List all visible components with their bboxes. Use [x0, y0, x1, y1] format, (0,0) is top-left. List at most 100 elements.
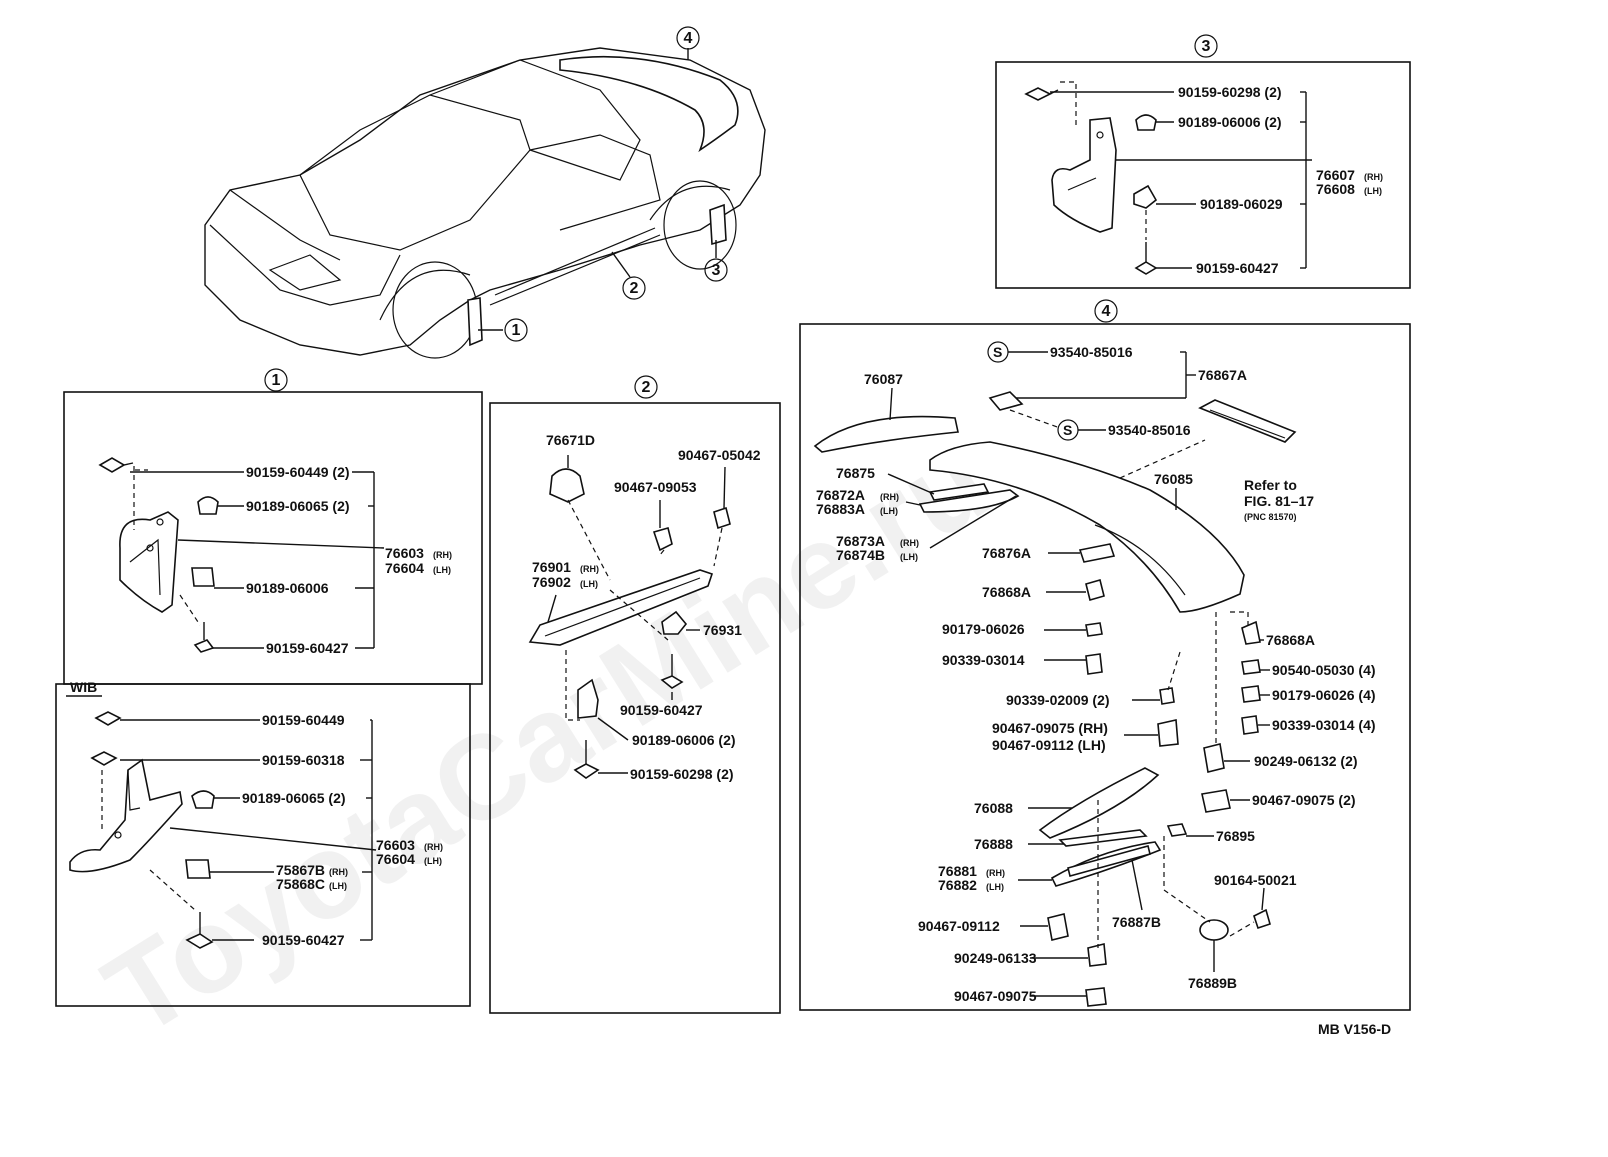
wib-clip-rh: 75867B: [276, 862, 325, 878]
s3-part-1: 90159-60298 (2): [1178, 84, 1282, 100]
s3-assembly-rh: 76607: [1316, 167, 1355, 183]
callout-4-circle: [676, 26, 700, 50]
s2-moulding-rh-suffix: (RH): [580, 564, 599, 574]
section-4-box: [799, 323, 1411, 1011]
s4-part-90339-02009: 90339-02009 (2): [1006, 692, 1110, 708]
s4-pair2-lh: 76874B: [836, 547, 885, 563]
svg-text:S: S: [993, 344, 1002, 360]
svg-text:S: S: [1063, 422, 1072, 438]
s4-pair1-lh-suffix: (LH): [880, 506, 898, 516]
watermark: ToyotaCarMine.ru: [83, 413, 1012, 1063]
callout-1-label: 1: [512, 322, 521, 339]
s1-part-3: 90189-06006: [246, 580, 329, 596]
s2-part-76671d: 76671D: [546, 432, 595, 448]
figure-code: MB V156-D: [1318, 1021, 1391, 1037]
s4-part-76875: 76875: [836, 465, 875, 481]
wib-part-2: 90159-60318: [262, 752, 345, 768]
s4-pair3-lh-suffix: (LH): [986, 882, 1004, 892]
s4-pair2-lh-suffix: (LH): [900, 552, 918, 562]
s4-part-90179-06026: 90179-06026: [942, 621, 1025, 637]
s4-pair2-rh-suffix: (RH): [900, 538, 919, 548]
s4-pair3-rh-suffix: (RH): [986, 868, 1005, 878]
wib-box: [55, 683, 471, 1007]
s2-moulding-lh: 76902: [532, 574, 571, 590]
s3-assembly-rh-suffix: (RH): [1364, 172, 1383, 182]
s4-refer-line1: Refer to: [1244, 477, 1297, 493]
s4-part-76087: 76087: [864, 371, 903, 387]
s4-refer-line3: (PNC 81570): [1244, 512, 1297, 522]
s4-part-90249-06133: 90249-06133: [954, 950, 1037, 966]
s4-part-90467-09075: 90467-09075: [954, 988, 1037, 1004]
s4-part-76887b: 76887B: [1112, 914, 1161, 930]
s4-part-93540-85016-a: 93540-85016: [1050, 344, 1133, 360]
s4-part-90339-03014-4: 90339-03014 (4): [1272, 717, 1376, 733]
s4-pair3-lh: 76882: [938, 877, 977, 893]
s1-assembly-lh: 76604: [385, 560, 424, 576]
wib-label: WIB: [70, 679, 97, 695]
wib-assembly-rh-suffix: (RH): [424, 842, 443, 852]
s1-assembly-rh-suffix: (RH): [433, 550, 452, 560]
s1-assembly-lh-suffix: (LH): [433, 565, 451, 575]
section-1-mudguard-front: 1 90159-60449 (2) 90189-06065 (2) 90189-…: [63, 368, 483, 685]
section-4-rear-spoiler: 4 S S: [799, 299, 1411, 1011]
s2-moulding-rh: 76901: [532, 559, 571, 575]
s4-part-90339-03014: 90339-03014: [942, 652, 1025, 668]
s4-part-90164-50021: 90164-50021: [1214, 872, 1297, 888]
s1-assembly-rh: 76603: [385, 545, 424, 561]
s4-part-76868a-2: 76868A: [1266, 632, 1315, 648]
s4-part-76895: 76895: [1216, 828, 1255, 844]
s4-part-90467-09075-rh: 90467-09075 (RH): [992, 720, 1108, 736]
s4-pair1-rh-suffix: (RH): [880, 492, 899, 502]
s3-assembly-lh-suffix: (LH): [1364, 186, 1382, 196]
wib-clip-lh-suffix: (LH): [329, 881, 347, 891]
wib-part-1: 90159-60449: [262, 712, 345, 728]
s4-part-76876a: 76876A: [982, 545, 1031, 561]
s4-part-76088: 76088: [974, 800, 1013, 816]
s2-part-90159-60298: 90159-60298 (2): [630, 766, 734, 782]
s4-part-76868a-1: 76868A: [982, 584, 1031, 600]
s4-part-93540-85016-b: 93540-85016: [1108, 422, 1191, 438]
section-2-header: 2: [642, 379, 651, 396]
callout-3-label: 3: [712, 262, 721, 279]
wib-clip-lh: 75868C: [276, 876, 325, 892]
s4-part-76889b: 76889B: [1188, 975, 1237, 991]
wib-assembly-rh: 76603: [376, 837, 415, 853]
s4-pair1-rh: 76872A: [816, 487, 865, 503]
wib-part-4: 90159-60427: [262, 932, 345, 948]
section-3-header: 3: [1202, 38, 1211, 55]
section-2-rocker-moulding: 2 76671D 90467-05042 90467-09053 76931: [489, 375, 781, 1014]
s4-part-90249-06132: 90249-06132 (2): [1254, 753, 1358, 769]
s3-assembly-lh: 76608: [1316, 181, 1355, 197]
s4-part-90540-05030: 90540-05030 (4): [1272, 662, 1376, 678]
s4-part-76888: 76888: [974, 836, 1013, 852]
s3-part-4: 90159-60427: [1196, 260, 1279, 276]
callout-4-label: 4: [684, 30, 693, 47]
s4-part-90179-06026-4: 90179-06026 (4): [1272, 687, 1376, 703]
section-3-box: [995, 61, 1411, 289]
s1-part-2: 90189-06065 (2): [246, 498, 350, 514]
wib-clip-rh-suffix: (RH): [329, 867, 348, 877]
s2-moulding-lh-suffix: (LH): [580, 579, 598, 589]
s2-part-90159-60427: 90159-60427: [620, 702, 703, 718]
s2-part-90467-09053: 90467-09053: [614, 479, 697, 495]
callout-3-circle: [704, 258, 728, 282]
section-1-header: 1: [272, 372, 281, 389]
callout-1-circle: [504, 318, 528, 342]
s4-part-76867a: 76867A: [1198, 367, 1247, 383]
s4-part-90467-09075-2: 90467-09075 (2): [1252, 792, 1356, 808]
s4-pair2-rh: 76873A: [836, 533, 885, 549]
s4-part-90467-09112-lh: 90467-09112 (LH): [992, 737, 1106, 753]
section-3-mudguard-rear: 3 90159-60298 (2) 90189-06006 (2) 90189-…: [995, 34, 1411, 289]
s2-part-90467-05042: 90467-05042: [678, 447, 761, 463]
s2-part-76931: 76931: [703, 622, 742, 638]
section-wib: WIB 90159-60449 90159-60318 90189-06065 …: [55, 679, 471, 1007]
section-4-header: 4: [1102, 303, 1111, 320]
callout-2-label: 2: [630, 280, 639, 297]
car-overview: 1 2 3 4: [204, 26, 766, 359]
s1-part-4: 90159-60427: [266, 640, 349, 656]
s3-part-3: 90189-06029: [1200, 196, 1283, 212]
section-2-box: [489, 402, 781, 1014]
wib-part-3: 90189-06065 (2): [242, 790, 346, 806]
